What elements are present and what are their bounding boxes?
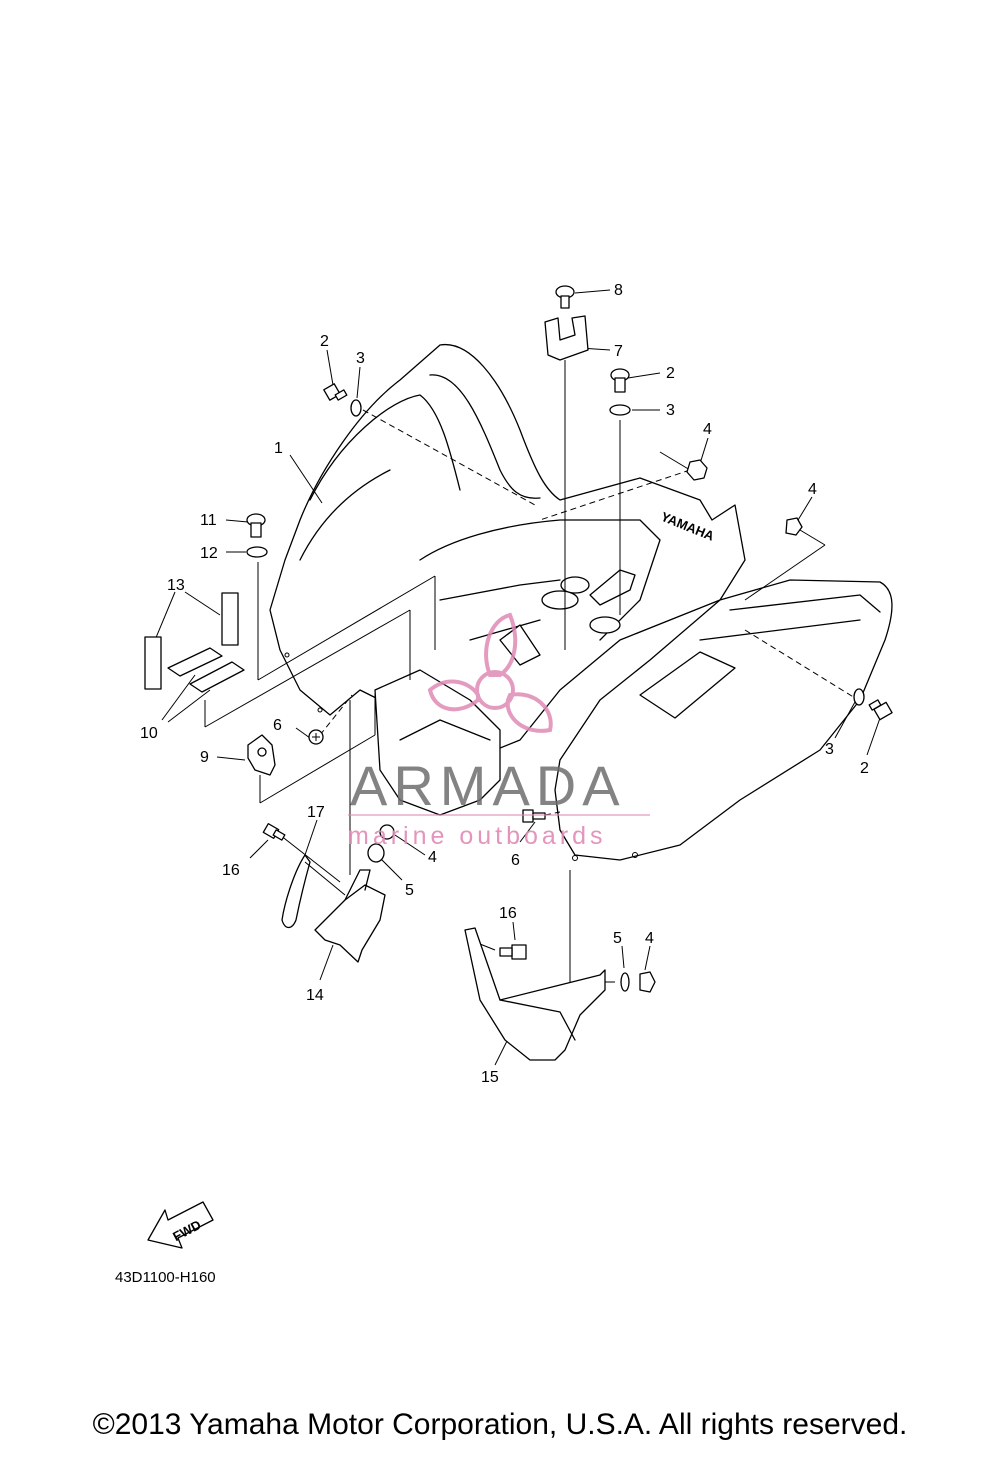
pad-13-b (221, 592, 239, 646)
screw-6-centre (522, 809, 546, 823)
leader-lines (154, 289, 881, 1066)
hardware (144, 285, 893, 1061)
callout-5: 5 (405, 882, 414, 899)
callout-6: 6 (273, 717, 282, 734)
nut-4-right (785, 517, 803, 536)
callout-7: 7 (614, 343, 623, 360)
bolt-16-left (262, 823, 286, 841)
callout-16: 16 (499, 905, 517, 922)
callout-14: 14 (306, 987, 324, 1004)
watermark-logo (427, 612, 553, 733)
screw-8 (555, 285, 575, 309)
nut-4-upper-right (686, 459, 708, 481)
copyright-notice: ©2013 Yamaha Motor Corporation, U.S.A. A… (92, 1408, 908, 1441)
callout-4: 4 (645, 930, 654, 947)
bracket-7 (544, 315, 589, 361)
bolt-2-upper-left (323, 383, 348, 401)
callout-12: 12 (200, 545, 218, 562)
strap-17 (281, 854, 311, 929)
screw-6-left (308, 729, 324, 745)
callout-16: 16 (222, 862, 240, 879)
callout-8: 8 (614, 282, 623, 299)
fwd-arrow: FWD (147, 1201, 214, 1249)
pad-10-a (167, 647, 223, 677)
callout-10: 10 (140, 725, 158, 742)
nut-4-centre (379, 824, 395, 840)
washer-3-right-lower (853, 688, 865, 706)
bolt-11 (246, 513, 266, 538)
callout-3: 3 (356, 350, 365, 367)
callout-3: 3 (825, 741, 834, 758)
washer-5-centre (367, 843, 385, 863)
diagram-code: 43D1100-H160 (115, 1269, 216, 1286)
bracket-14 (314, 884, 386, 963)
nut-4-right-lower (639, 971, 656, 993)
callout-17: 17 (307, 804, 325, 821)
callout-4: 4 (703, 421, 712, 438)
callout-3: 3 (666, 402, 675, 419)
callout-11: 11 (200, 512, 217, 529)
callout-labels: 1 2 3 8 7 2 3 4 4 11 12 13 10 6 9 3 2 17… (140, 282, 869, 1086)
bolt-2-right-lower (868, 699, 893, 721)
pad-13-a (144, 636, 162, 690)
callout-2: 2 (860, 760, 869, 777)
mudflap-15 (464, 927, 606, 1061)
washer-12 (246, 546, 268, 558)
callout-9: 9 (200, 749, 209, 766)
callout-5: 5 (613, 930, 622, 947)
pad-10-b (189, 661, 245, 693)
watermark-subtitle: marine outboards (348, 822, 607, 850)
watermark: ARMADA marine outboards (348, 612, 650, 850)
callout-2: 2 (666, 365, 675, 382)
callout-4: 4 (808, 481, 817, 498)
bolt-2-upper-right (610, 368, 630, 393)
callout-13: 13 (167, 577, 185, 594)
bolt-16-right (499, 944, 527, 960)
callout-1: 1 (274, 440, 283, 457)
washer-5-right (620, 972, 630, 992)
callout-15: 15 (481, 1069, 499, 1086)
washer-3-upper-left (350, 399, 362, 417)
callout-6: 6 (511, 852, 520, 869)
washer-3-upper-right (609, 404, 631, 416)
watermark-title: ARMADA (350, 754, 626, 817)
callout-2: 2 (320, 333, 329, 350)
callout-4: 4 (428, 849, 437, 866)
